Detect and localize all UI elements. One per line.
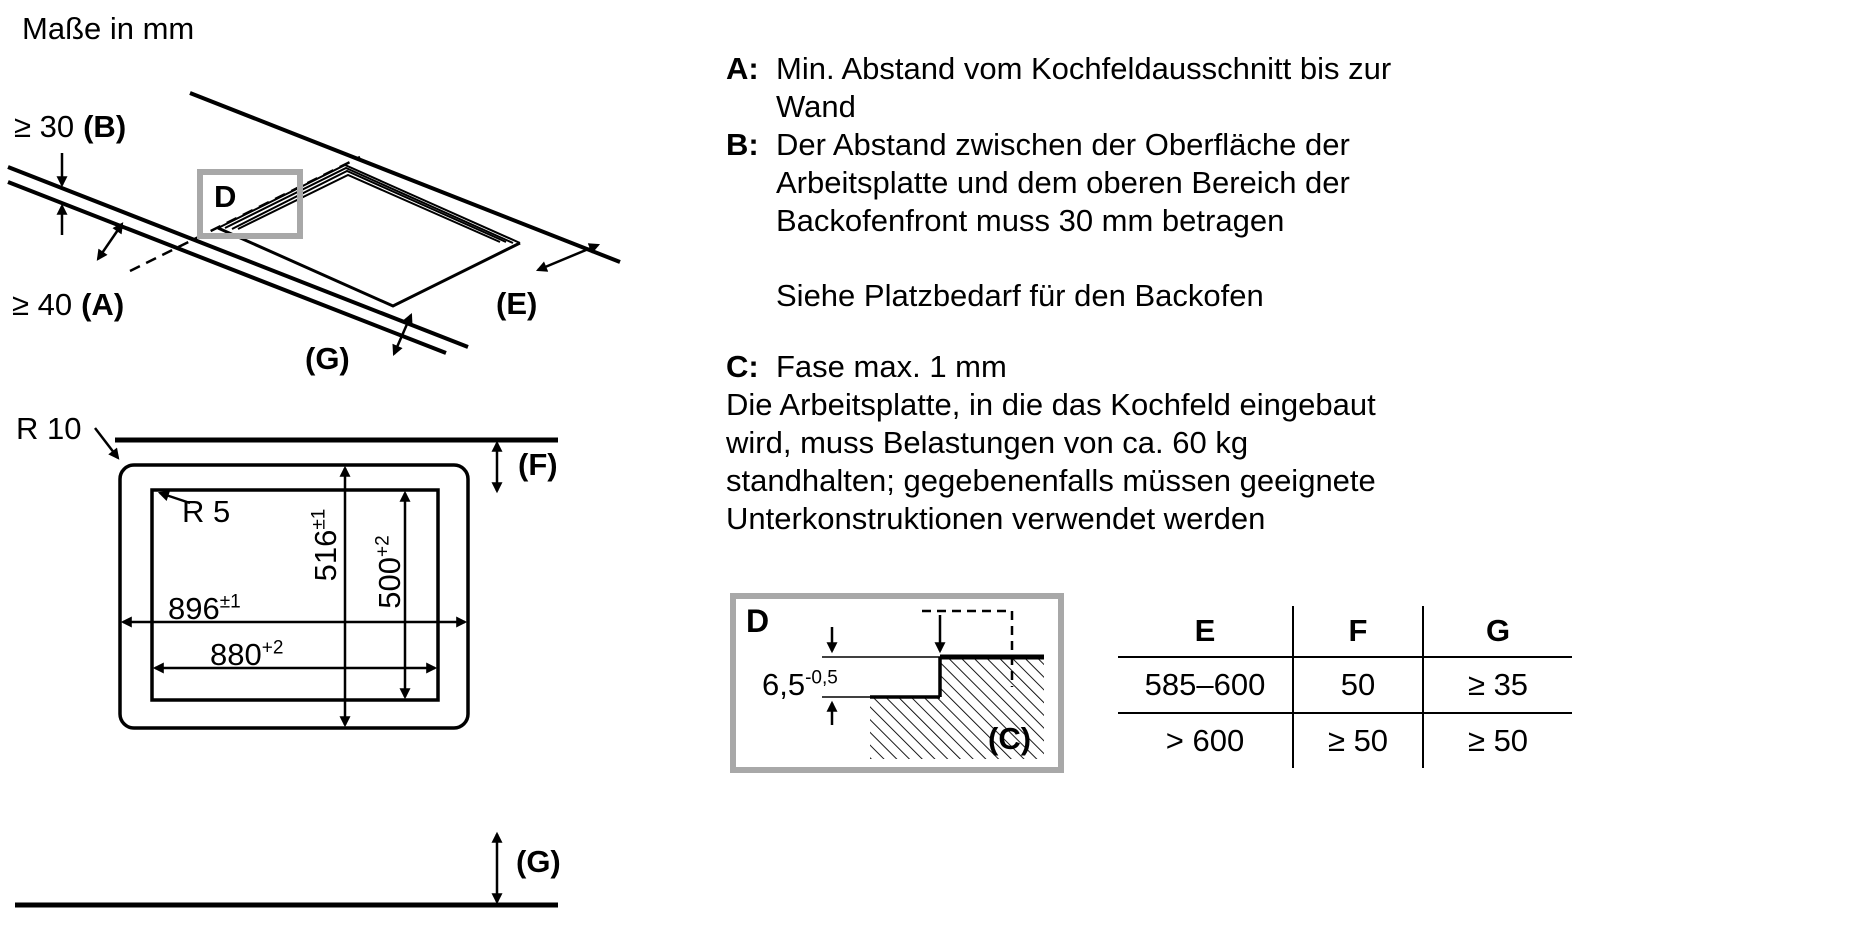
- worktop-note-line: standhalten; gegebenenfalls müssen geeig…: [726, 463, 1376, 498]
- note-b-key: B:: [726, 127, 759, 162]
- worktop-note-line: wird, muss Belastungen von ca. 60 kg: [726, 425, 1249, 460]
- outer-width-value: 896: [168, 591, 220, 626]
- chamfer-c-label: (C): [988, 721, 1032, 756]
- note-c: C: Fase max. 1 mm: [726, 348, 1556, 386]
- page-title: Maße in mm: [22, 11, 195, 46]
- dim-b-value: ≥ 30: [14, 109, 75, 144]
- detail-d-drawing: [822, 609, 1044, 759]
- spacer: [726, 240, 1556, 277]
- detail-d-frame: [197, 169, 303, 239]
- appliance-dashed-outline: [922, 609, 1014, 687]
- outer-height-tol: ±1: [308, 508, 330, 530]
- outer-height-value: 516: [307, 529, 343, 582]
- cutout-outline: [150, 488, 440, 702]
- dim-b-key: (B): [83, 109, 127, 144]
- table-cell: 585–600: [1118, 657, 1294, 714]
- dashed-alignment-line: [129, 155, 361, 273]
- note-b-line: Backofenfront muss 30 mm betragen: [776, 203, 1285, 238]
- r5-leader-arrow: [157, 490, 191, 505]
- cutout-bevel-line-3: [231, 169, 507, 243]
- dim-a-label: ≥ 40(A): [12, 287, 125, 322]
- note-b-line: Der Abstand zwischen der Oberfläche der: [776, 127, 1350, 162]
- table-cell: ≥ 50: [1467, 723, 1529, 758]
- spacer: [726, 315, 1556, 348]
- note-c-text: Fase max. 1 mm: [776, 349, 1007, 384]
- note-a-key: A:: [726, 51, 759, 86]
- outer-height-label: 516±1: [307, 508, 343, 582]
- inner-height-value: 500: [371, 556, 407, 609]
- worktop-rear-edge-line: [189, 91, 621, 264]
- isometric-drawing: [7, 91, 621, 357]
- worktop-section-hatch: [870, 657, 1044, 759]
- dim-e-arrow: [535, 243, 601, 272]
- plan-f-label: (F): [518, 447, 558, 482]
- dim-b-label: ≥ 30(B): [14, 109, 127, 144]
- table-header-row: E F G: [1118, 606, 1572, 658]
- r10-leader-arrow: [94, 427, 120, 460]
- table-cell: ≥ 50: [1293, 713, 1424, 768]
- outer-width-tol: ±1: [219, 591, 241, 613]
- detail-d-box: [730, 593, 1064, 773]
- chamfer-dim-tol: -0,5: [805, 667, 838, 689]
- appliance-outline: [118, 463, 470, 730]
- dim-g-arrow: [392, 312, 413, 357]
- note-b: B: Der Abstand zwischen der Oberfläche d…: [726, 126, 1556, 240]
- note-c-key: C:: [726, 349, 759, 384]
- cutout-lower-edges: [217, 226, 521, 308]
- table-header-e: E: [1118, 606, 1294, 658]
- table-row: 585–600 50 ≥ 35: [1118, 657, 1572, 714]
- dim-a-value: ≥ 40: [12, 287, 73, 322]
- note-a-line: Wand: [776, 89, 856, 124]
- inner-width-tol: +2: [261, 637, 284, 659]
- worktop-note-line: Unterkonstruktionen verwendet werden: [726, 501, 1266, 536]
- dim-a-arrow: [96, 222, 124, 261]
- iso-detail-d-label: D: [214, 179, 237, 214]
- iso-e-label: (E): [496, 286, 538, 321]
- note-a-line: Min. Abstand vom Kochfeldausschnitt bis …: [776, 51, 1392, 86]
- worktop-front-edge-line2: [7, 180, 447, 355]
- iso-g-label: (G): [305, 341, 350, 376]
- plan-g-label: (G): [516, 844, 561, 879]
- r5-label: R 5: [182, 494, 231, 529]
- table-header-f: F: [1293, 606, 1424, 658]
- table-cell: 50: [1293, 657, 1424, 714]
- cutout-bevel-line-2: [224, 166, 514, 244]
- inner-height-label: 500+2: [371, 535, 407, 609]
- r10-label: R 10: [16, 411, 82, 446]
- installation-notes: A: Min. Abstand vom Kochfeldausschnitt b…: [726, 50, 1556, 538]
- table-cell: > 600: [1118, 713, 1294, 768]
- table-row: > 600 ≥ 50 ≥ 50: [1118, 713, 1572, 768]
- detail-d-title: D: [746, 603, 770, 639]
- table-header-g: G: [1423, 606, 1572, 658]
- worktop-front-edge-line: [7, 165, 469, 349]
- worktop-note-line: Die Arbeitsplatte, in die das Kochfeld e…: [726, 387, 1376, 422]
- chamfer-dim-value: 6,5: [762, 667, 806, 702]
- table-cell: ≥ 35: [1423, 657, 1572, 714]
- note-a: A: Min. Abstand vom Kochfeldausschnitt b…: [726, 50, 1556, 126]
- see-note: Siehe Platzbedarf für den Backofen: [776, 278, 1264, 313]
- dim-a-key: (A): [81, 287, 125, 322]
- chamfer-dim-label: 6,5-0,5: [762, 667, 838, 702]
- cutout-bevel-line-4: [237, 173, 501, 243]
- outer-width-label: 896±1: [168, 591, 241, 626]
- cutout-plan-drawing: [15, 427, 558, 908]
- inner-width-label: 880+2: [210, 637, 284, 672]
- inner-height-tol: +2: [372, 535, 394, 557]
- dimension-table: E F G 585–600 50 ≥ 35 > 600 ≥ 50 ≥ 50: [1118, 606, 1572, 768]
- note-b-line: Arbeitsplatte und dem oberen Bereich der: [776, 165, 1350, 200]
- inner-width-value: 880: [210, 637, 262, 672]
